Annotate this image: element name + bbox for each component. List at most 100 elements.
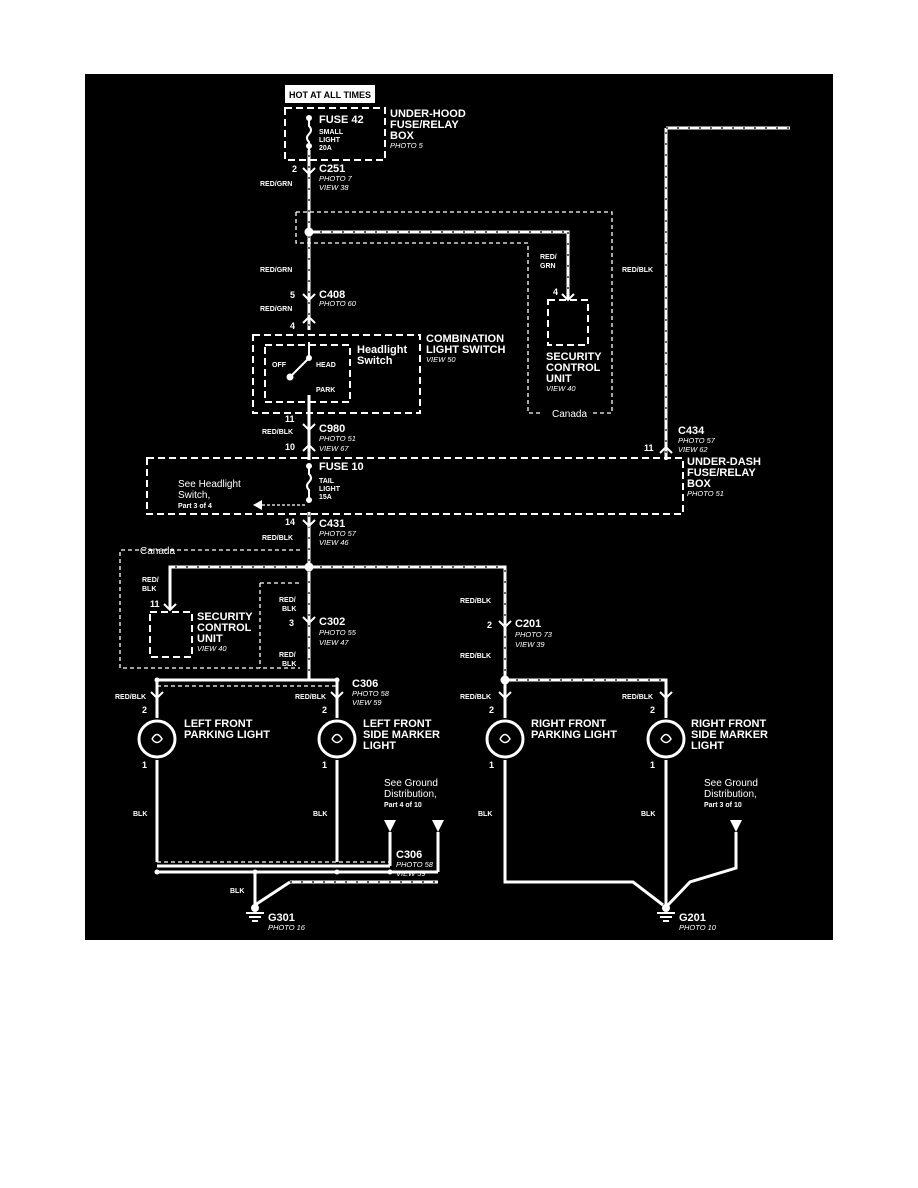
c302-view: VIEW 47 [319, 638, 349, 647]
lfsm-t3: LIGHT [363, 740, 396, 752]
rfsm-t1: RIGHT FRONT [691, 718, 766, 730]
sec-low-wire1: RED/ [142, 577, 159, 584]
g301-name: G301 [268, 912, 295, 924]
connector-sec-low-chevron [163, 603, 177, 612]
connector-c408-chevron [302, 293, 316, 302]
c431-view: VIEW 46 [319, 538, 349, 547]
fuse10-l2: LIGHT [319, 486, 341, 493]
combo-t2: LIGHT SWITCH [426, 344, 505, 356]
connector-c201-chevron-2 [498, 691, 512, 700]
lfp-pin-bot: 1 [142, 760, 147, 770]
c251-photo: PHOTO 7 [319, 174, 353, 183]
c201-photo: PHOTO 73 [515, 630, 553, 639]
combo-t1: COMBINATION [426, 333, 504, 345]
ground-symbols [246, 904, 675, 922]
lfsm-pin-top: 2 [322, 705, 327, 715]
sec-low-t1: SECURITY [197, 611, 253, 623]
c306-top-photo: PHOTO 58 [352, 689, 390, 698]
combo-sw2: Switch [357, 355, 393, 367]
underhood-title-3: BOX [390, 130, 415, 142]
sec-top-t2: CONTROL [546, 362, 601, 374]
lfsm-t1: LEFT FRONT [363, 718, 432, 730]
connector-c306-chevron-2 [330, 691, 344, 700]
fuse10-name: FUSE 10 [319, 461, 364, 473]
see-headlight-l2: Switch, [178, 490, 210, 501]
see-ground-right-l1: See Ground [704, 778, 758, 789]
ground-arrow-left-2 [432, 820, 444, 832]
sec-low-wire2: BLK [142, 586, 156, 593]
sec-top-t1: SECURITY [546, 351, 602, 363]
connector-chevrons [150, 167, 673, 700]
c408-name: C408 [319, 289, 345, 301]
c408-photo: PHOTO 60 [319, 299, 357, 308]
sec-low-pin: 11 [150, 599, 160, 609]
canada-lower: Canada [140, 546, 175, 557]
c302-name: C302 [319, 616, 345, 628]
rfp-gnd: BLK [478, 811, 492, 818]
c306-bot-photo: PHOTO 58 [396, 860, 434, 869]
see-headlight-l3: Part 3 of 4 [178, 503, 212, 510]
lfp-t2: PARKING LIGHT [184, 729, 270, 741]
c251-wire: RED/GRN [260, 181, 292, 188]
lfp-bulb-icon [137, 719, 177, 759]
combo-sw1: Headlight [357, 344, 407, 356]
dashed-boundaries [119, 107, 684, 863]
underdash-photo: PHOTO 51 [687, 489, 724, 498]
sec-low-t3: UNIT [197, 633, 223, 645]
headlight-ref-arrow-icon [253, 500, 305, 510]
connector-c980-chevron [302, 423, 316, 432]
g301-ground-icon [246, 904, 264, 922]
splice-wire: RED/GRN [260, 267, 292, 274]
fuse-42-icon [306, 120, 312, 150]
c980-name: C980 [319, 423, 345, 435]
c201-name: C201 [515, 618, 541, 630]
c408-wire: RED/GRN [260, 306, 292, 313]
sec-top-t3: UNIT [546, 373, 572, 385]
c306-bot-name: C306 [396, 849, 422, 861]
splice-dot [252, 869, 258, 875]
rfsm-t2: SIDE MARKER [691, 729, 768, 741]
lfsm-bulb-icon [317, 719, 357, 759]
wire-stripes [170, 127, 790, 883]
connector-c408-chevron-lower [302, 315, 316, 324]
see-ground-left-l1: See Ground [384, 778, 438, 789]
sec-top-region: Canada [552, 409, 587, 420]
g201-name: G201 [679, 912, 706, 924]
see-ground-left-l2: Distribution, [384, 789, 437, 800]
splice-dot [304, 227, 314, 237]
c201-pin: 2 [487, 620, 492, 630]
c408-pin: 5 [290, 290, 295, 300]
c201-view: VIEW 39 [515, 640, 545, 649]
sec-top-wire2: GRN [540, 263, 556, 270]
splice-dot [500, 675, 510, 685]
c980-pin-top: 11 [285, 414, 295, 424]
lfp-pin-top: 2 [142, 705, 147, 715]
rfp-bulb-icon [485, 719, 525, 759]
lfsm-t2: SIDE MARKER [363, 729, 440, 741]
c434-view: VIEW 62 [678, 445, 708, 454]
see-headlight-l1: See Headlight [178, 479, 241, 490]
connector-c302-chevron [302, 616, 316, 625]
g201-photo: PHOTO 10 [679, 923, 717, 932]
splices [154, 227, 510, 875]
splice-dot [154, 869, 160, 875]
combo-pin: 4 [290, 321, 295, 331]
c302-wire-top2: BLK [282, 606, 296, 613]
c434-name: C434 [678, 425, 705, 437]
connector-c201-chevron [498, 620, 512, 629]
lamps [137, 719, 686, 759]
fuse10-l1: TAIL [319, 478, 335, 485]
ground-arrow-left-1 [384, 820, 396, 832]
combo-off: OFF [272, 362, 287, 369]
sec-low-t2: CONTROL [197, 622, 252, 634]
underdash-t1: UNDER-DASH [687, 456, 761, 468]
c434-photo: PHOTO 57 [678, 436, 716, 445]
c302-wire-top1: RED/ [279, 597, 296, 604]
c980-view: VIEW 67 [319, 444, 349, 453]
underdash-t2: FUSE/RELAY [687, 467, 756, 479]
combo-head: HEAD [316, 362, 336, 369]
g301-photo: PHOTO 16 [268, 923, 306, 932]
underhood-photo: PHOTO 5 [390, 141, 424, 150]
g301-wire: BLK [230, 888, 244, 895]
